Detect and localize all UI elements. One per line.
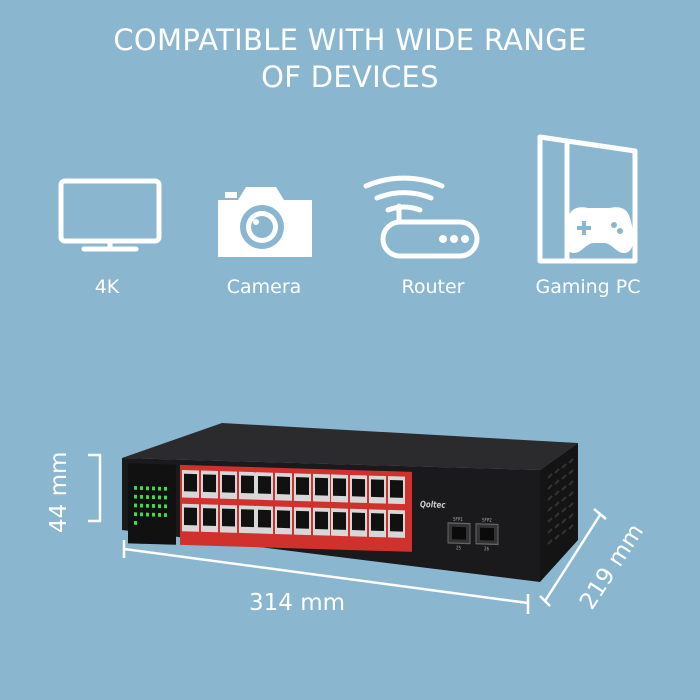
status-led: [134, 486, 137, 490]
vent-slot: [554, 534, 560, 540]
status-led: [134, 503, 137, 508]
status-led: [152, 495, 155, 500]
status-led: [134, 521, 137, 525]
height-dimension: 44 mm: [46, 451, 72, 533]
vent-slot: [568, 469, 574, 475]
status-led: [152, 504, 155, 508]
vent-slot: [561, 507, 567, 513]
status-led: [140, 494, 143, 499]
vent-slot: [554, 523, 560, 529]
vent-slot: [561, 474, 567, 480]
status-led: [152, 512, 155, 517]
ethernet-port[interactable]: [369, 509, 386, 538]
ethernet-port[interactable]: [313, 507, 330, 536]
ethernet-port[interactable]: [369, 475, 386, 504]
device-label-camera: Camera: [226, 276, 302, 298]
vent-slot: [568, 458, 574, 464]
ethernet-port[interactable]: [275, 506, 292, 535]
vent-slot: [547, 484, 553, 490]
vent-slot: [561, 518, 567, 524]
ethernet-port[interactable]: [388, 476, 405, 505]
status-led: [134, 494, 137, 499]
vent-slot: [547, 517, 553, 523]
vent-slot: [547, 528, 553, 534]
ethernet-port[interactable]: [388, 509, 405, 538]
vent-slot: [547, 539, 553, 545]
status-led: [140, 503, 143, 508]
side-vents: [547, 458, 574, 545]
status-led: [158, 495, 161, 500]
ethernet-port[interactable]: [275, 472, 292, 501]
status-led: [146, 486, 149, 491]
status-led: [158, 504, 161, 509]
status-led: [164, 495, 167, 500]
ethernet-port[interactable]: [313, 473, 330, 502]
ethernet-port[interactable]: [239, 505, 256, 534]
vent-slot: [547, 473, 553, 479]
dimension-lines: [88, 453, 607, 614]
vent-slot: [561, 496, 567, 502]
ethernet-port[interactable]: [331, 474, 348, 503]
vent-slot: [547, 506, 553, 512]
vent-slot: [568, 502, 574, 508]
vent-slot: [554, 490, 560, 496]
vent-slot: [554, 501, 560, 507]
page-title: COMPATIBLE WITH WIDE RANGE OF DEVICES: [113, 23, 587, 94]
status-led: [146, 495, 149, 499]
vent-slot: [554, 468, 560, 474]
ethernet-port[interactable]: [182, 469, 199, 498]
status-led: [164, 513, 167, 518]
vent-slot: [547, 495, 553, 501]
ethernet-port[interactable]: [239, 471, 256, 500]
status-led: [146, 512, 149, 517]
vent-slot: [554, 512, 560, 518]
ethernet-port[interactable]: [350, 508, 367, 537]
ethernet-port[interactable]: [201, 504, 218, 533]
vent-slot: [568, 480, 574, 486]
status-led: [152, 486, 155, 491]
device-label-router: Router: [401, 276, 465, 298]
status-led: [158, 512, 161, 517]
vent-slot: [561, 529, 567, 535]
brand-logo: Qoltec: [420, 499, 446, 510]
sfp-port-2[interactable]: [475, 523, 499, 546]
vent-slot: [568, 491, 574, 497]
sfp26-label: 26: [484, 546, 489, 553]
vent-slot: [568, 513, 574, 519]
ethernet-port[interactable]: [331, 508, 348, 537]
status-led: [146, 503, 149, 508]
sfp2-label: SFP2: [482, 517, 492, 524]
ethernet-port[interactable]: [256, 505, 273, 534]
sfp25-label: 25: [456, 545, 461, 552]
ethernet-port[interactable]: [350, 475, 367, 504]
sfp1-label: SFP1: [453, 516, 463, 523]
status-led: [164, 486, 167, 491]
width-dimension: 314 mm: [249, 590, 346, 616]
ethernet-port[interactable]: [182, 503, 199, 532]
vent-slot: [561, 485, 567, 491]
ethernet-port[interactable]: [294, 507, 311, 536]
switch-top: [122, 423, 578, 470]
sfp-port-1[interactable]: [447, 522, 471, 545]
ethernet-port[interactable]: [201, 470, 218, 499]
ethernet-port[interactable]: [256, 472, 273, 501]
device-label-4k: 4K: [94, 276, 120, 298]
vent-slot: [568, 524, 574, 530]
ethernet-port[interactable]: [220, 471, 237, 500]
status-led: [164, 504, 167, 509]
device-label-gaming-pc: Gaming PC: [535, 276, 641, 298]
ethernet-port[interactable]: [294, 473, 311, 502]
status-led: [140, 512, 143, 517]
status-led: [158, 486, 161, 491]
status-led: [134, 512, 137, 517]
vent-slot: [561, 463, 567, 469]
vent-slot: [554, 479, 560, 485]
status-led: [140, 486, 143, 491]
ethernet-port[interactable]: [220, 504, 237, 533]
